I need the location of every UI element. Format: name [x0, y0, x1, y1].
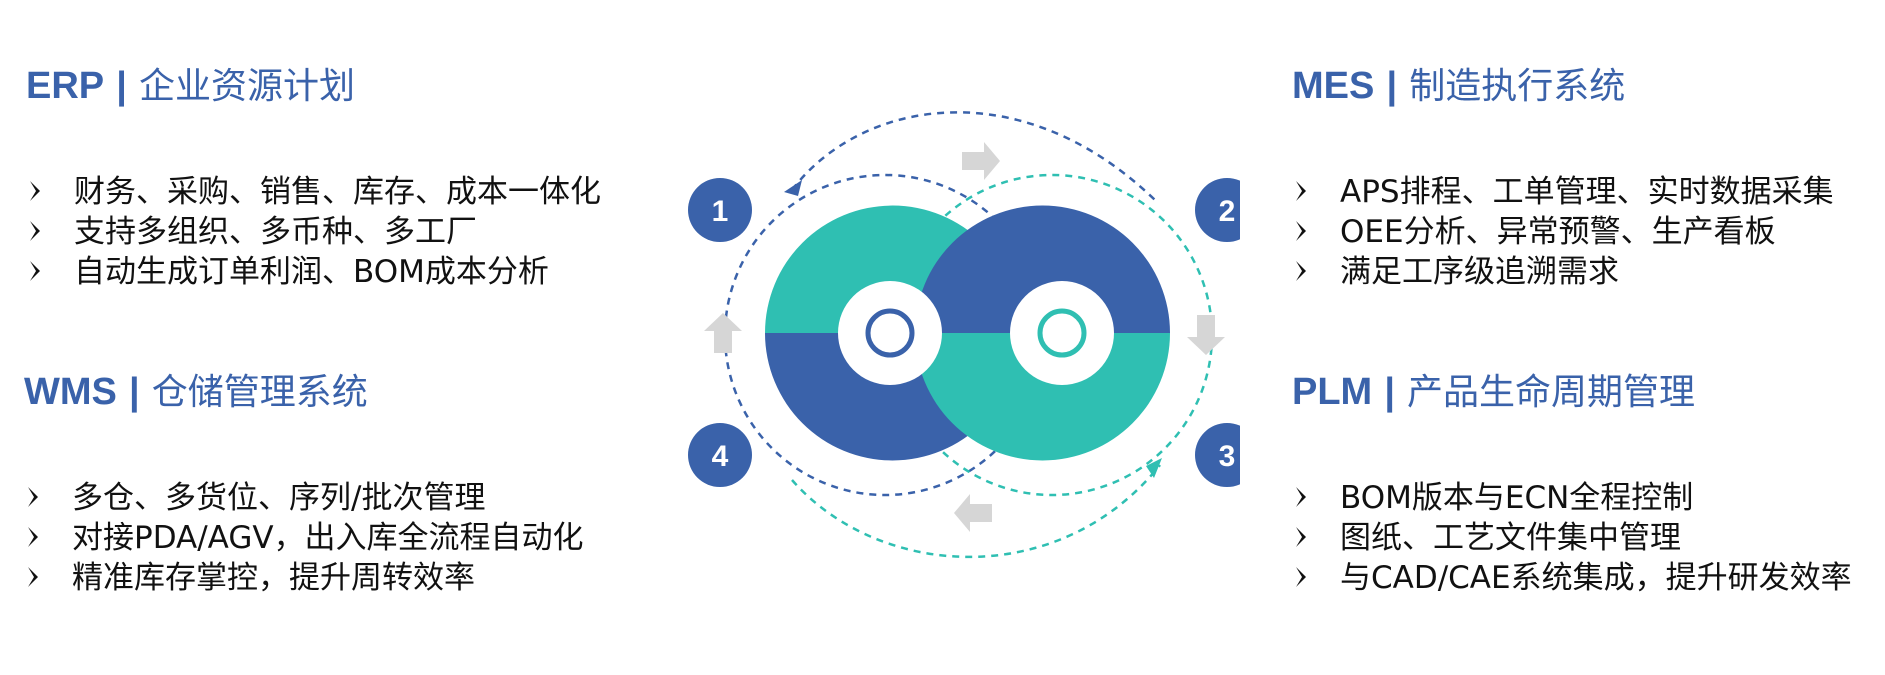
list-item: 多仓、多货位、序列/批次管理	[24, 478, 584, 518]
plm-title: 产品生命周期管理	[1407, 372, 1696, 413]
list-item: 精准库存掌控，提升周转效率	[24, 558, 584, 598]
list-item: 支持多组织、多币种、多工厂	[26, 212, 601, 252]
badge-1: 1	[688, 178, 752, 242]
badge-1-label: 1	[712, 195, 729, 228]
badge-3-label: 3	[1219, 440, 1236, 473]
arrow-left-icon	[954, 494, 992, 532]
right-disc-inner-ring	[1037, 308, 1087, 358]
orbit-arrowhead-top-left	[784, 180, 802, 196]
badge-2-label: 2	[1219, 195, 1236, 228]
right-disc-top-blue	[915, 205, 1170, 333]
erp-heading: ERP | 企业资源计划	[26, 62, 601, 110]
erp-title: 企业资源计划	[138, 66, 355, 107]
left-disc-inner-ring	[865, 308, 915, 358]
orbit-arc-top	[791, 111, 1156, 201]
wms-heading: WMS | 仓储管理系统	[24, 368, 584, 416]
badge-3: 3	[1195, 423, 1240, 487]
wms-separator: |	[128, 371, 140, 413]
right-disc-hole	[1010, 281, 1114, 385]
plm-section: PLM | 产品生命周期管理 BOM版本与ECN全程控制 图纸、工艺文件集中管理…	[1292, 368, 1852, 598]
arrow-up-icon	[704, 313, 742, 353]
mes-feature-list: APS排程、工单管理、实时数据采集 OEE分析、异常预警、生产看板 满足工序级追…	[1292, 172, 1834, 292]
mes-abbr: MES	[1292, 65, 1375, 107]
list-item: BOM版本与ECN全程控制	[1292, 478, 1852, 518]
right-disc-bottom-teal	[915, 333, 1170, 461]
mes-section: MES | 制造执行系统 APS排程、工单管理、实时数据采集 OEE分析、异常预…	[1292, 62, 1834, 292]
list-item: OEE分析、异常预警、生产看板	[1292, 212, 1834, 252]
mes-title: 制造执行系统	[1409, 66, 1626, 107]
erp-feature-list: 财务、采购、销售、库存、成本一体化 支持多组织、多币种、多工厂 自动生成订单利润…	[26, 172, 601, 292]
arrow-right-icon	[962, 142, 1000, 180]
list-item: 对接PDA/AGV，出入库全流程自动化	[24, 518, 584, 558]
plm-separator: |	[1384, 371, 1395, 413]
erp-separator: |	[116, 65, 127, 107]
plm-abbr: PLM	[1292, 371, 1373, 413]
erp-section: ERP | 企业资源计划 财务、采购、销售、库存、成本一体化 支持多组织、多币种…	[26, 62, 601, 292]
orbit-arrowhead-bottom-right	[1146, 458, 1162, 478]
badge-4-label: 4	[712, 440, 729, 473]
list-item: 满足工序级追溯需求	[1292, 252, 1834, 292]
right-disc	[915, 205, 1170, 461]
badge-2: 2	[1195, 178, 1240, 242]
wms-feature-list: 多仓、多货位、序列/批次管理 对接PDA/AGV，出入库全流程自动化 精准库存掌…	[24, 478, 584, 598]
list-item: 图纸、工艺文件集中管理	[1292, 518, 1852, 558]
integration-loop-diagram: 1 2 3 4	[688, 111, 1240, 559]
left-disc-hole	[838, 281, 942, 385]
plm-feature-list: BOM版本与ECN全程控制 图纸、工艺文件集中管理 与CAD/CAE系统集成，提…	[1292, 478, 1852, 598]
mes-separator: |	[1386, 65, 1398, 107]
list-item: 自动生成订单利润、BOM成本分析	[26, 252, 601, 292]
plm-heading: PLM | 产品生命周期管理	[1292, 368, 1852, 416]
wms-title: 仓储管理系统	[151, 372, 368, 413]
list-item: APS排程、工单管理、实时数据采集	[1292, 172, 1834, 212]
arrow-down-icon	[1187, 315, 1225, 355]
wms-abbr: WMS	[24, 371, 117, 413]
mes-heading: MES | 制造执行系统	[1292, 62, 1834, 110]
list-item: 与CAD/CAE系统集成，提升研发效率	[1292, 558, 1852, 598]
badge-4: 4	[688, 423, 752, 487]
erp-abbr: ERP	[26, 65, 105, 107]
wms-section: WMS | 仓储管理系统 多仓、多货位、序列/批次管理 对接PDA/AGV，出入…	[24, 368, 584, 598]
orbit-arc-bottom	[791, 464, 1161, 559]
list-item: 财务、采购、销售、库存、成本一体化	[26, 172, 601, 212]
